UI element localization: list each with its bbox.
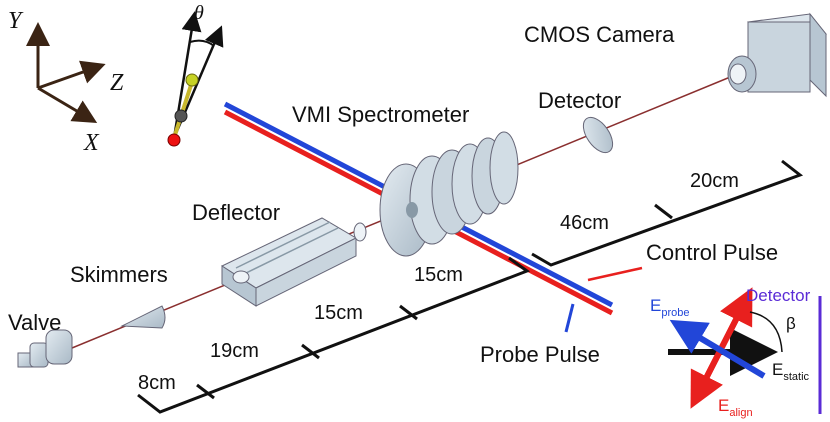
valve-icon: [17, 329, 73, 368]
distance-scale: [137, 159, 804, 414]
valve-label: Valve: [8, 310, 62, 335]
probe-pulse-pointer: [564, 303, 575, 333]
skimmers-label: Skimmers: [70, 262, 168, 287]
vmi-spectrometer-icon: [379, 131, 519, 257]
probe-pulse-label: Probe Pulse: [480, 342, 600, 367]
vmi-spectrometer-label: VMI Spectrometer: [292, 102, 470, 127]
distance-label: 8cm: [138, 372, 176, 394]
beta-arc: [749, 311, 783, 353]
detector-label: Detector: [538, 88, 622, 113]
axis-x-label: X: [84, 130, 99, 156]
molecule-icon: [167, 11, 224, 147]
e-align-label: Ealign: [718, 396, 753, 419]
skimmer-icon: [120, 305, 166, 329]
theta-label: θ: [194, 2, 204, 24]
e-probe-label: Eprobe: [650, 296, 690, 319]
distance-label: 19cm: [210, 340, 259, 362]
distance-label: 20cm: [690, 170, 739, 192]
distance-label: 15cm: [414, 264, 463, 286]
deflector-label: Deflector: [192, 200, 281, 225]
control-pulse-label: Control Pulse: [646, 240, 779, 265]
control-pulse-pointer: [587, 266, 643, 282]
distance-label: 46cm: [560, 212, 609, 234]
vector-detector-label: Detector: [746, 286, 811, 305]
vector-diagram: [668, 287, 822, 414]
deflector-icon: [220, 217, 367, 307]
axis-y-label: Y: [8, 8, 22, 34]
cmos-camera-icon: [727, 12, 827, 98]
beta-label: β: [786, 314, 796, 333]
detector-icon: [582, 116, 614, 154]
distance-label: 15cm: [314, 302, 363, 324]
axis-z-label: Z: [110, 70, 124, 96]
e-static-label: Estatic: [772, 360, 810, 383]
e-probe-arrow: [669, 319, 766, 379]
coordinate-axes: [26, 22, 106, 124]
cmos-camera-label: CMOS Camera: [524, 22, 675, 47]
